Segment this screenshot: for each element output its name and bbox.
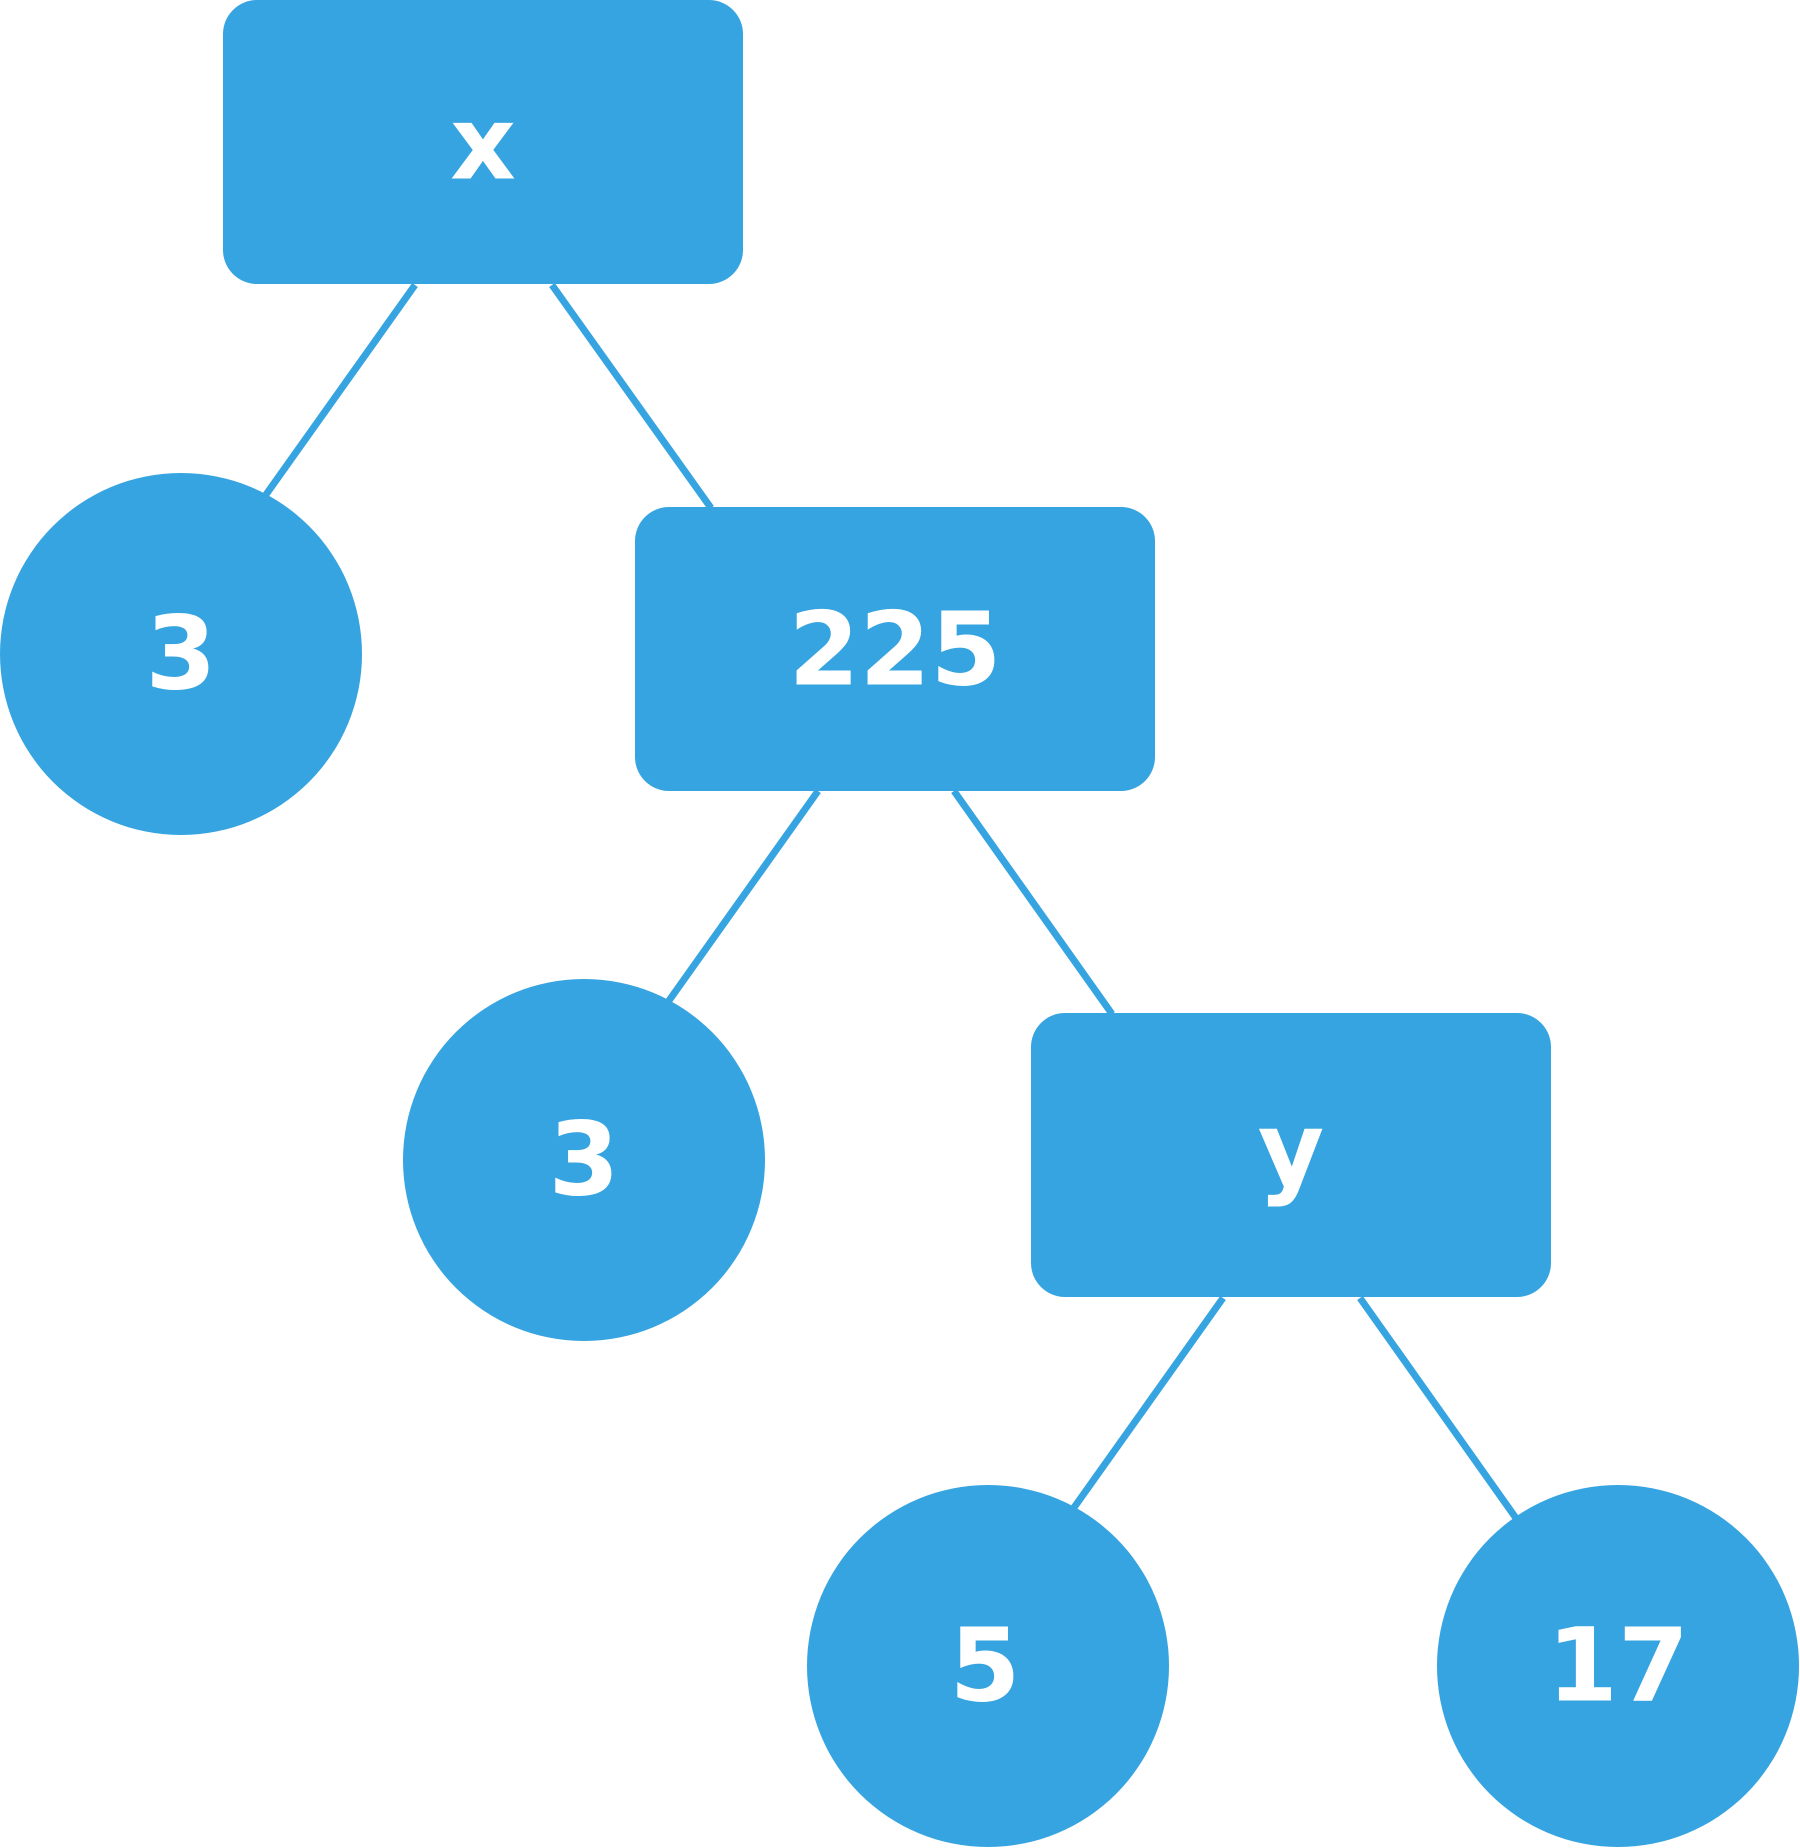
edge-root-mid [549,282,714,511]
edges [262,282,1521,1524]
node-leaf-a: 3 [0,473,362,835]
node-inner-box [1031,1013,1551,1297]
node-root-label: x [450,85,516,204]
edge-inner-leaf-c [1070,1295,1226,1512]
node-leaf-d: 17 [1437,1485,1799,1847]
edge-root-leaf-a [262,282,418,499]
node-mid-label: 225 [789,591,1002,710]
node-mid-box [635,507,1155,791]
edge-mid-inner [951,788,1115,1017]
node-mid: 225 [635,507,1155,791]
node-leaf-d-label: 17 [1547,1607,1689,1726]
node-leaf-c-label: 5 [950,1607,1021,1726]
node-leaf-a-circle [0,473,362,835]
node-root-box [223,0,743,284]
edge-mid-leaf-b [665,788,821,1005]
edge-inner-leaf-d [1357,1295,1521,1524]
node-leaf-c-circle [807,1485,1169,1847]
node-inner: y [1031,1013,1551,1297]
node-leaf-b: 3 [403,979,765,1341]
node-inner-label: y [1258,1091,1325,1210]
node-leaf-b-circle [403,979,765,1341]
node-leaf-b-label: 3 [549,1101,620,1220]
node-root: x [223,0,743,284]
node-leaf-c: 5 [807,1485,1169,1847]
node-leaf-a-label: 3 [146,595,217,714]
node-leaf-d-circle [1437,1485,1799,1847]
